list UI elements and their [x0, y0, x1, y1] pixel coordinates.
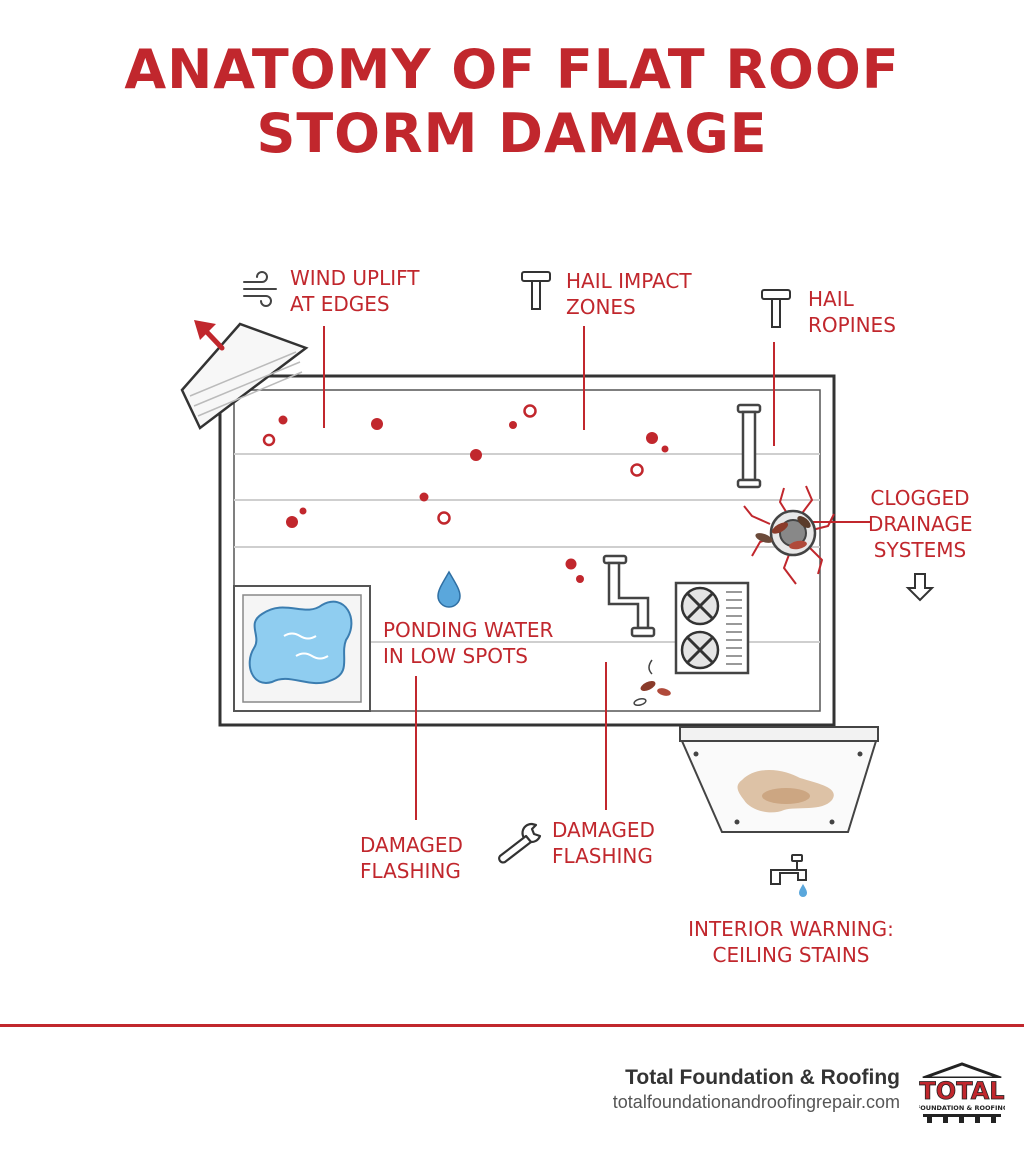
label-interior-warning: INTERIOR WARNING: CEILING STAINS [688, 917, 894, 967]
water-drop-icon [437, 570, 461, 608]
hammer-icon [521, 271, 551, 310]
label-ponding-water: PONDING WATER IN LOW SPOTS [383, 618, 554, 668]
water-puddle [248, 600, 353, 685]
roof-diagram [180, 271, 935, 897]
ceiling-section [679, 726, 879, 833]
label-hail-impact-zones: HAIL IMPACT ZONES [566, 269, 692, 319]
ponding-area [233, 585, 371, 712]
hail-impacts [262, 404, 669, 583]
title-line-2: STORM DAMAGE [256, 102, 768, 165]
footer-divider [0, 1024, 1024, 1027]
cracks [743, 485, 835, 585]
company-name: Total Foundation & Roofing [625, 1066, 900, 1089]
leader-lines [323, 326, 870, 820]
down-arrow-icon [905, 573, 935, 602]
hammer-icon-2 [761, 289, 791, 328]
clogged-drain [755, 509, 817, 557]
label-clogged-drainage: CLOGGED DRAINAGE SYSTEMS [868, 486, 973, 562]
vent-pipe [736, 403, 762, 489]
logo-tagline: FOUNDATION & ROOFING [919, 1104, 1005, 1112]
logo-word: TOTAL [919, 1077, 1004, 1105]
label-wind-uplift: WIND UPLIFT AT EDGES [290, 266, 420, 316]
title-line-1: ANATOMY OF FLAT ROOF [124, 38, 900, 101]
label-damaged-flashing-1: DAMAGED FLASHING [360, 833, 463, 883]
label-hail-ropines: HAIL ROPINES [808, 287, 896, 337]
scattered-leaves [633, 659, 671, 707]
page-title: ANATOMY OF FLAT ROOF STORM DAMAGE [0, 38, 1024, 166]
faucet-drop-icon [799, 884, 807, 897]
plumbing-pipe [602, 554, 656, 638]
label-damaged-flashing-2: DAMAGED FLASHING [552, 818, 655, 868]
company-logo: TOTAL FOUNDATION & ROOFING [919, 1062, 1005, 1123]
brand-block: Total Foundation & Roofing totalfoundati… [613, 1065, 900, 1113]
company-url[interactable]: totalfoundationandroofingrepair.com [612, 1092, 900, 1112]
wind-icon [243, 271, 277, 307]
hvac-unit [674, 581, 750, 675]
uplift-arrow-icon [194, 320, 225, 351]
roof-inner-border [233, 389, 821, 712]
wrench-icon [498, 822, 542, 864]
faucet-icon [770, 854, 807, 885]
